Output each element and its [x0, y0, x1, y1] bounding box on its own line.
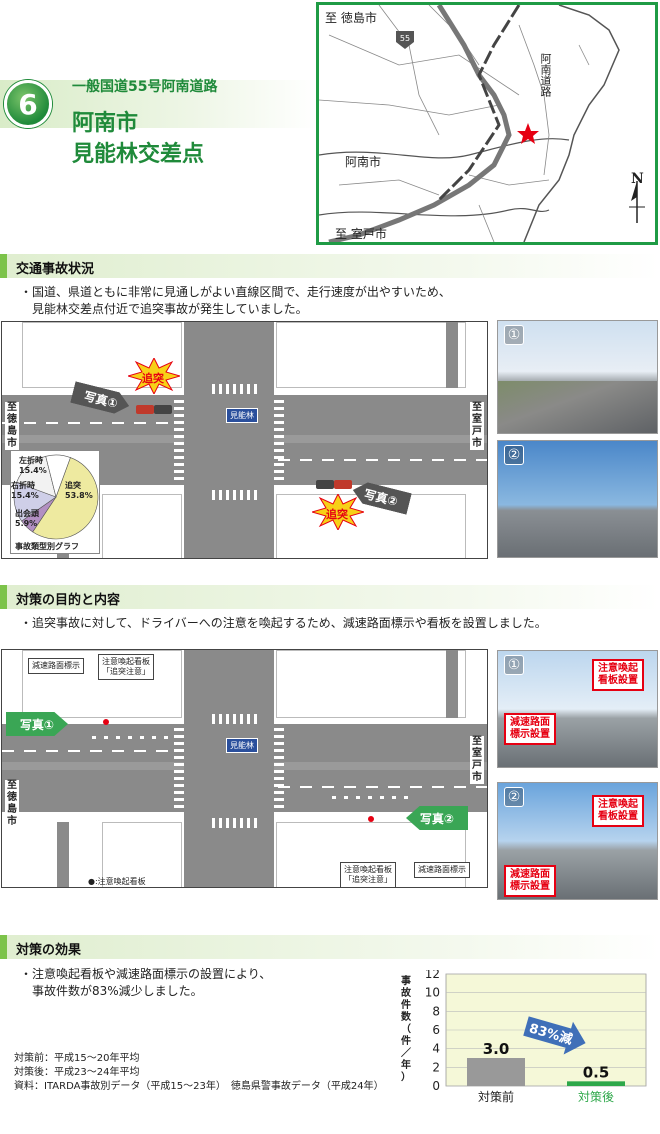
crash-burst-1-icon — [128, 358, 180, 394]
y-tick-label-1: 2 — [432, 1060, 440, 1074]
photo2-direction-tag: 写真② — [406, 806, 468, 830]
bar-value-label-0: 3.0 — [483, 1040, 510, 1058]
photo1-direction-tag: 写真① — [6, 712, 68, 736]
y-tick-label-6: 12 — [425, 970, 440, 981]
pie-slice-4 — [45, 454, 71, 499]
legend-warning-sign: ●:注意喚起看板 — [88, 877, 146, 886]
section-heading-countermeasure: 対策の目的と内容 — [0, 585, 660, 609]
map-city-label: 阿南市 — [345, 155, 382, 169]
crash-car-4 — [334, 480, 352, 489]
y-tick-label-2: 4 — [432, 1042, 440, 1056]
bar-value-label-1: 0.5 — [583, 1063, 610, 1081]
callout-sign-installed-2: 注意喚起看板設置 — [592, 795, 644, 827]
intersection-title: 見能林交差点 — [72, 142, 205, 167]
footnote-before: 対策前：平成15～20年平均 — [14, 1053, 140, 1064]
callout-sign-installed: 注意喚起看板設置 — [592, 659, 644, 691]
route-55-shield: 55 — [400, 34, 410, 43]
crash-car-2 — [154, 405, 172, 414]
y-axis-label-char-4: （ — [401, 1022, 411, 1035]
y-tick-label-5: 10 — [425, 986, 440, 1000]
to-muroto-label: 至室戸市 — [470, 402, 484, 450]
y-axis-label-char-3: 数 — [401, 1010, 412, 1023]
y-tick-label-4: 8 — [432, 1004, 440, 1018]
crash-car-3 — [316, 480, 334, 489]
countermeasure-text: ・追突事故に対して、ドライバーへの注意を喚起するため、減速路面標示や看板を設置し… — [20, 616, 547, 630]
effect-text-line2: 事故件数が83%減少しました。 — [32, 984, 203, 998]
y-tick-label-3: 6 — [432, 1023, 440, 1037]
marking-note-2: 減速路面標示 — [414, 862, 470, 878]
y-axis-label-char-1: 故 — [401, 986, 412, 999]
section-number-badge: 6 — [4, 80, 52, 128]
section-heading-effect: 対策の効果 — [0, 935, 660, 959]
to-tokushima-label: 至徳島市 — [5, 402, 19, 450]
footnote-source: 資料：ITARDA事故別データ（平成15～23年） 徳島県警事故データ（平成24… — [14, 1081, 384, 1092]
crash-label-1: 追突 — [142, 372, 164, 385]
footnote-after: 対策後：平成23～24年平均 — [14, 1067, 140, 1078]
bar-0 — [467, 1058, 525, 1086]
pie-slice-0 — [32, 457, 99, 540]
location-map: 55 至 徳島市 阿南市 至 室戸市 阿南道路 N — [316, 2, 658, 245]
y-axis-label-char-6: ／ — [401, 1046, 411, 1059]
marking-note: 減速路面標示 — [28, 658, 84, 674]
accident-text-line2: 見能林交差点付近で追突事故が発生していました。 — [32, 302, 308, 316]
y-axis-label-char-2: 件 — [401, 998, 411, 1011]
sign-note: 注意喚起看板「追突注意」 — [98, 654, 154, 680]
accident-photo-1: ① — [497, 320, 658, 434]
photo-number-2: ② — [504, 445, 524, 465]
y-axis-label-char-0: 事 — [401, 974, 411, 987]
intersection-sign: 見能林 — [226, 408, 258, 423]
accident-type-pie-chart — [13, 454, 99, 540]
x-category-label-0: 対策前 — [478, 1089, 514, 1104]
warning-sign-dot-2 — [368, 816, 374, 822]
city-title: 阿南市 — [72, 111, 139, 136]
callout-marking-installed: 減速路面標示設置 — [504, 713, 556, 745]
header-band — [0, 80, 318, 128]
section-title: 交通事故状況 — [16, 262, 95, 277]
map-north-label: N — [631, 171, 644, 187]
reduction-arrow-shape — [523, 1016, 586, 1055]
map-road-label: 阿南道路 — [539, 53, 552, 97]
y-axis-label-char-8: ） — [401, 1070, 411, 1083]
countermeasure-intersection-diagram: 至徳島市 至室戸市 見能林 減速路面標示 注意喚起看板「追突注意」 注意喚起看板… — [1, 649, 488, 888]
to-tokushima-label: 至徳島市 — [5, 780, 19, 828]
bar-1 — [567, 1081, 625, 1086]
photo-number-1: ① — [504, 325, 524, 345]
map-to-tokushima: 至 徳島市 — [325, 11, 377, 25]
photo-number-2: ② — [504, 787, 524, 807]
section-heading-accident-status: 交通事故状況 — [0, 254, 660, 278]
warning-sign-dot-1 — [103, 719, 109, 725]
countermeasure-photo-2: ② 注意喚起看板設置 減速路面標示設置 — [497, 782, 658, 900]
effect-text-line1: ・注意喚起看板や減速路面標示の設置により、 — [20, 967, 272, 981]
y-axis-label-char-7: 年 — [401, 1058, 411, 1071]
crash-burst-2-icon — [312, 494, 364, 530]
accident-text-line1: ・国道、県道ともに非常に見通しがよい直線区間で、走行速度が出やすいため、 — [20, 285, 451, 299]
route-name: 一般国道55号阿南道路 — [72, 79, 218, 95]
y-axis-label-char-5: 件 — [401, 1034, 411, 1047]
x-category-label-1: 対策後 — [578, 1090, 614, 1104]
callout-marking-installed-2: 減速路面標示設置 — [504, 865, 556, 897]
crash-car-1 — [136, 405, 154, 414]
sign-note-2: 注意喚起看板「追突注意」 — [340, 862, 396, 887]
photo-number-1: ① — [504, 655, 524, 675]
y-tick-label-0: 0 — [432, 1079, 440, 1093]
section-title: 対策の効果 — [16, 943, 82, 958]
map-to-muroto: 至 室戸市 — [335, 227, 387, 241]
section-title: 対策の目的と内容 — [16, 593, 121, 608]
intersection-sign: 見能林 — [226, 738, 258, 753]
crash-label-2: 追突 — [326, 508, 348, 521]
countermeasure-photo-1: ① 注意喚起看板設置 減速路面標示設置 — [497, 650, 658, 768]
intersection-star-icon — [517, 123, 539, 144]
pie-caption: 事故類型別グラフ — [15, 542, 79, 551]
accident-photo-2: ② — [497, 440, 658, 558]
to-muroto-label: 至室戸市 — [470, 736, 484, 784]
